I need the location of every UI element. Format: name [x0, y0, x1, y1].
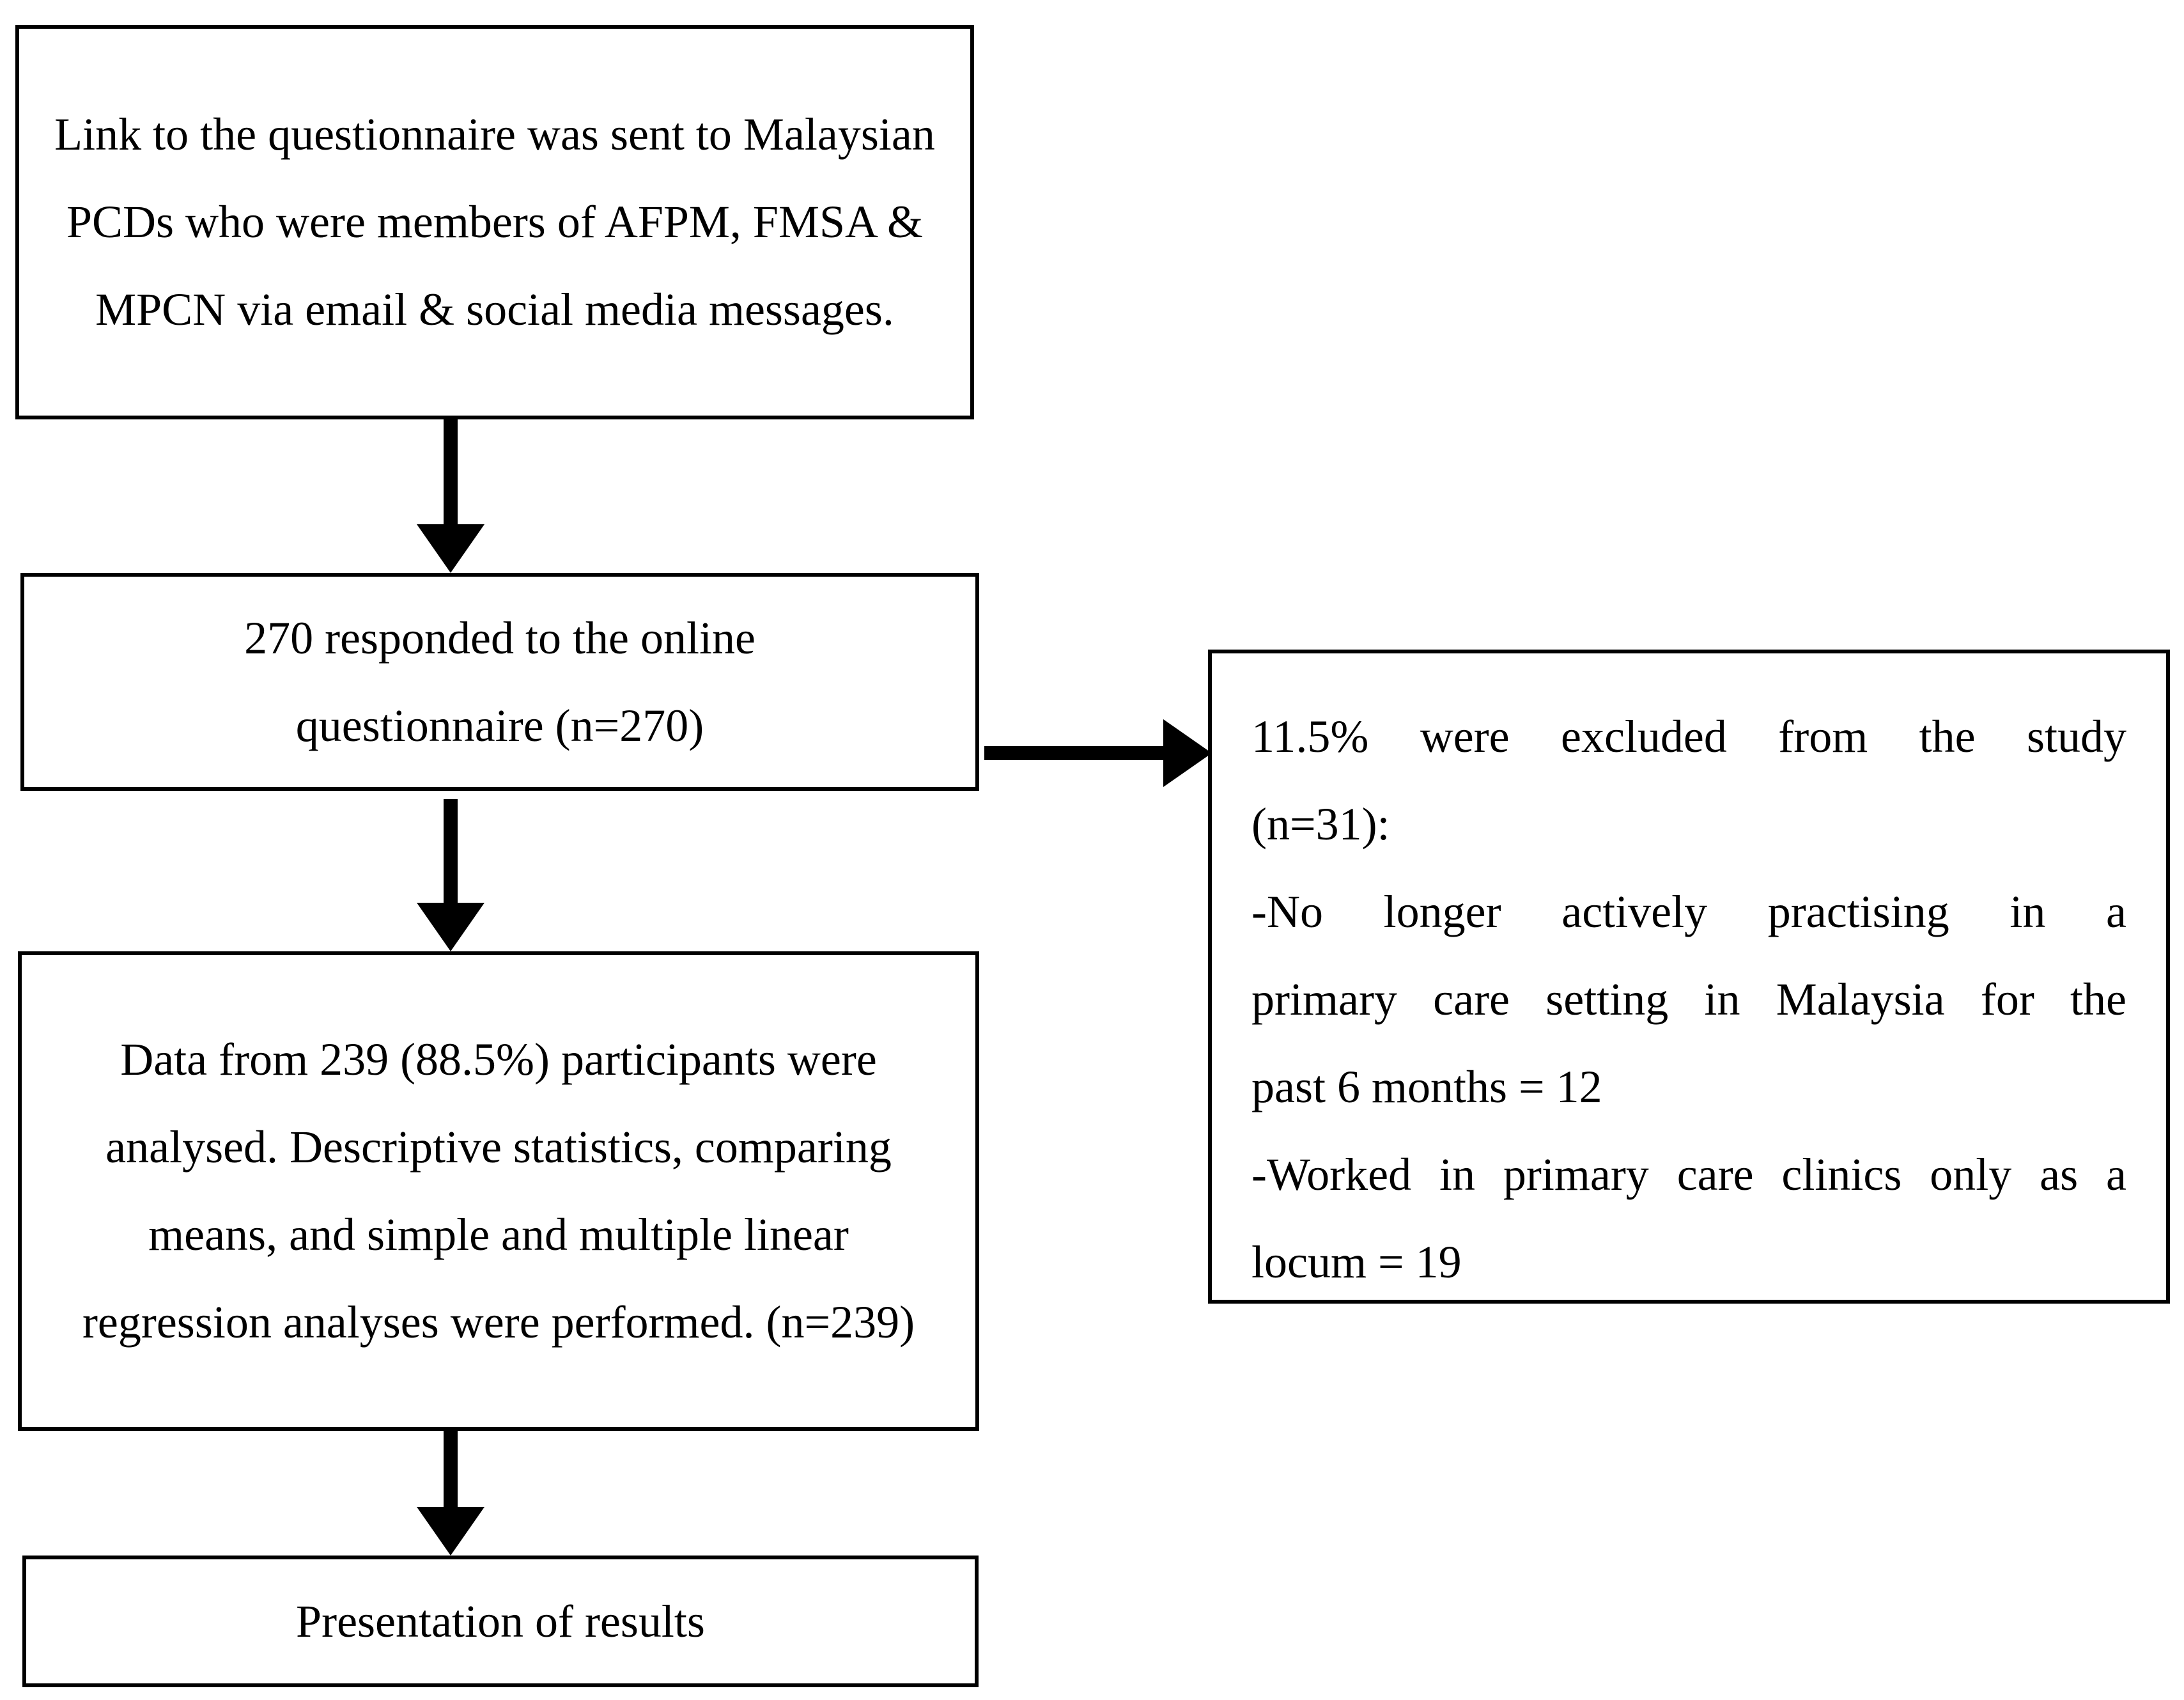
step-presentation-box: Presentation of results: [22, 1556, 979, 1687]
arrow-step1-to-step2: [417, 404, 484, 573]
step-analysed-text: Data from 239 (88.5%) participants were …: [82, 1034, 915, 1348]
exclusion-line: -No longer actively practising in a: [1251, 886, 2126, 937]
step-presentation-text: Presentation of results: [296, 1595, 705, 1647]
exclusion-line: locum = 19: [1251, 1236, 1462, 1288]
step-questionnaire-sent-text: Link to the questionnaire was sent to Ma…: [54, 109, 935, 335]
exclusion-line: primary care setting in Malaysia for the: [1251, 974, 2126, 1025]
step-responded-text: 270 responded to the online questionnair…: [244, 612, 755, 751]
exclusion-box: 11.5% were excluded from the study (n=31…: [1208, 650, 2170, 1304]
exclusion-line: past 6 months = 12: [1251, 1061, 1602, 1112]
arrow-step2-to-exclusion: [984, 719, 1212, 787]
step-analysed-box: Data from 239 (88.5%) participants were …: [18, 951, 979, 1431]
arrow-step2-to-step3: [417, 799, 484, 951]
exclusion-line: (n=31):: [1251, 799, 1390, 850]
step-responded-box: 270 responded to the online questionnair…: [20, 573, 979, 791]
exclusion-line: 11.5% were excluded from the study: [1251, 711, 2126, 762]
exclusion-line: -Worked in primary care clinics only as …: [1251, 1149, 2126, 1200]
step-questionnaire-sent-box: Link to the questionnaire was sent to Ma…: [15, 25, 974, 419]
